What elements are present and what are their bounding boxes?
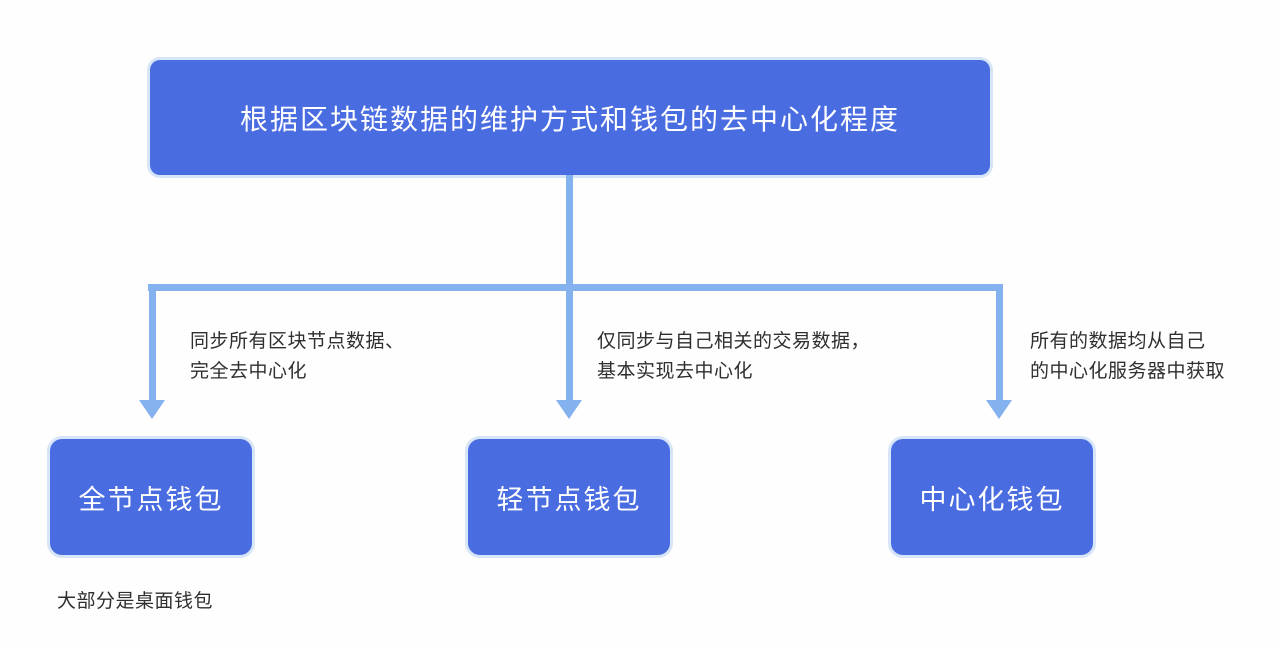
leaf-node-label: 轻节点钱包 bbox=[496, 484, 642, 516]
annotation-line: 仅同步与自己相关的交易数据， bbox=[597, 330, 871, 352]
arrow-down-icon bbox=[139, 400, 165, 419]
branch-annotation-right: 所有的数据均从自己 的中心化服务器中获取 bbox=[1030, 326, 1225, 386]
root-node-label: 根据区块链数据的维护方式和钱包的去中心化程度 bbox=[239, 102, 900, 136]
leaf-node-light-node-wallet: 轻节点钱包 bbox=[468, 439, 670, 555]
branch-annotation-middle: 仅同步与自己相关的交易数据， 基本实现去中心化 bbox=[597, 326, 870, 386]
connector-stem bbox=[566, 175, 573, 288]
annotation-line: 同步所有区块节点数据、 bbox=[190, 330, 405, 352]
annotation-line: 基本实现去中心化 bbox=[597, 360, 754, 382]
leaf-node-label: 中心化钱包 bbox=[919, 484, 1065, 516]
footnote: 大部分是桌面钱包 bbox=[57, 590, 214, 612]
branch-annotation-left: 同步所有区块节点数据、 完全去中心化 bbox=[190, 326, 405, 386]
connector-drop-middle bbox=[566, 284, 573, 401]
connector-horizontal-bar bbox=[148, 284, 1003, 291]
connector-drop-left bbox=[149, 284, 156, 401]
leaf-node-full-node-wallet: 全节点钱包 bbox=[50, 439, 252, 555]
leaf-node-centralized-wallet: 中心化钱包 bbox=[891, 439, 1093, 555]
annotation-line: 所有的数据均从自己 bbox=[1030, 330, 1206, 352]
root-node-box: 根据区块链数据的维护方式和钱包的去中心化程度 bbox=[150, 60, 990, 175]
annotation-line: 完全去中心化 bbox=[190, 360, 308, 382]
arrow-down-icon bbox=[556, 400, 582, 419]
leaf-node-label: 全节点钱包 bbox=[78, 484, 224, 516]
arrow-down-icon bbox=[986, 400, 1012, 419]
annotation-line: 的中心化服务器中获取 bbox=[1030, 360, 1226, 382]
connector-drop-right bbox=[996, 284, 1003, 401]
